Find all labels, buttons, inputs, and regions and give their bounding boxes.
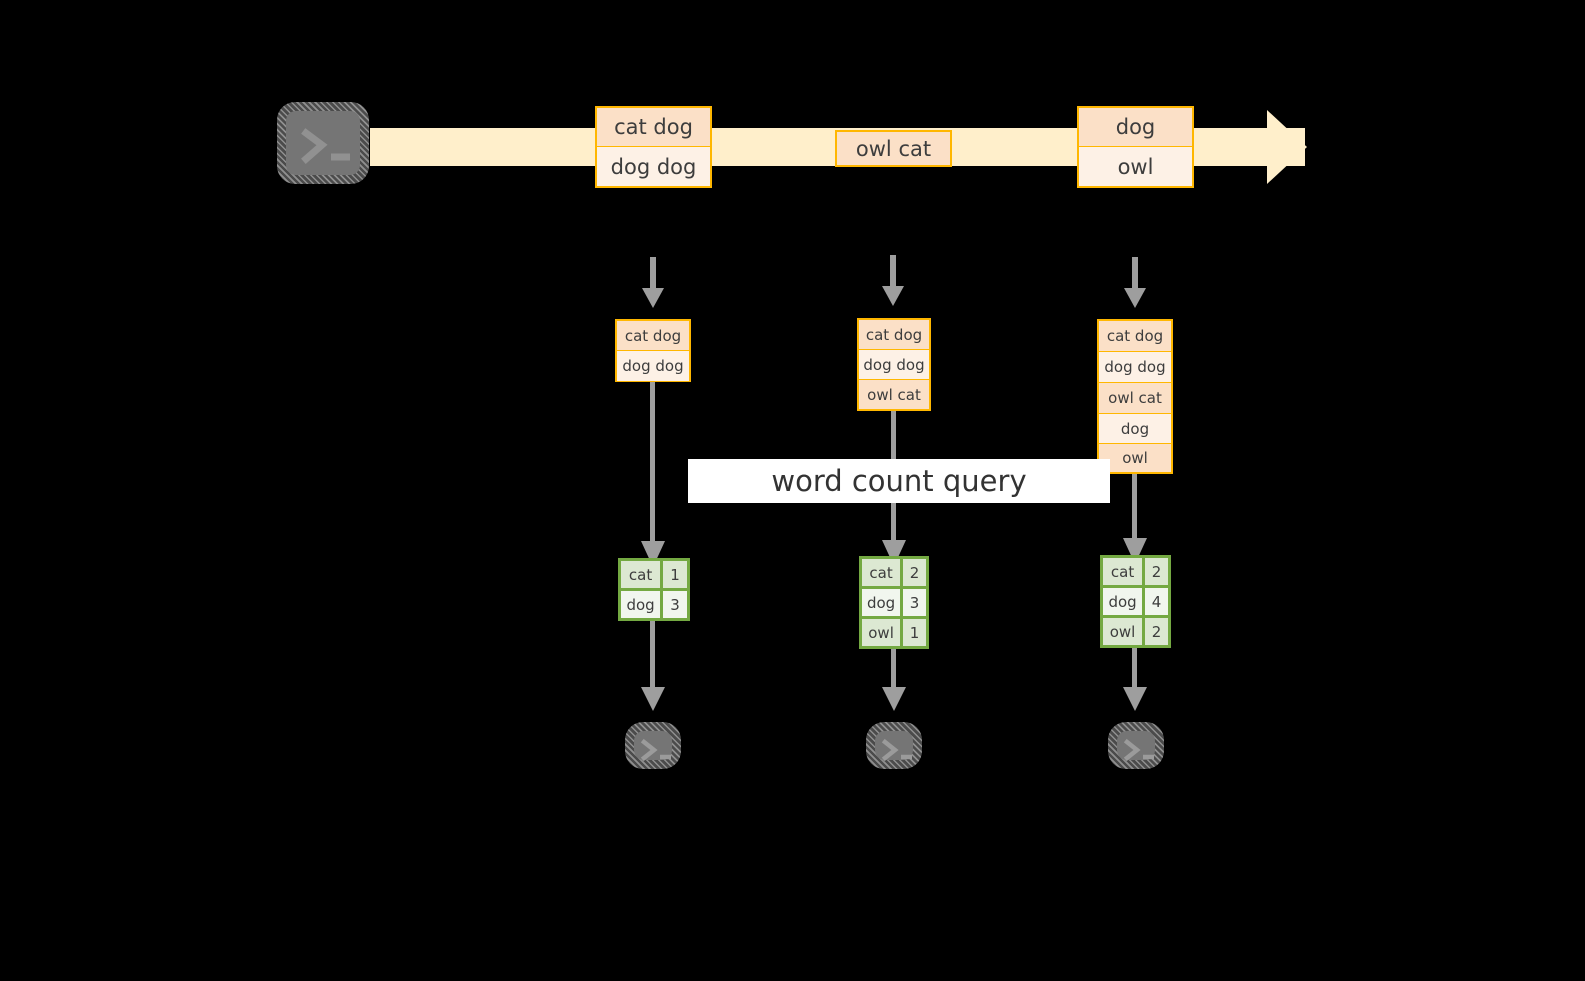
- state-line: owl cat: [1099, 383, 1171, 414]
- source-terminal-icon[interactable]: [277, 102, 369, 184]
- state-line: dog: [1099, 414, 1171, 444]
- stream-event-line: cat dog: [597, 108, 710, 147]
- table-row: owl 2: [1103, 618, 1168, 645]
- table-row: dog 3: [621, 591, 687, 618]
- terminal-prompt-svg: [1123, 738, 1154, 762]
- state-line: cat dog: [859, 320, 929, 350]
- result-to-sink-arrowhead-1: [641, 687, 665, 711]
- state-line: dog dog: [859, 350, 929, 380]
- terminal-prompt-glyph: [634, 731, 672, 762]
- table-row: cat 1: [621, 561, 687, 591]
- stream-event-box-3[interactable]: dog owl: [1077, 106, 1194, 188]
- table-row: dog 4: [1103, 588, 1168, 618]
- terminal-prompt-glyph: [875, 731, 913, 762]
- result-word: dog: [862, 589, 904, 616]
- result-word: owl: [862, 619, 904, 646]
- query-label-band: word count query: [688, 459, 1110, 503]
- state-box-1[interactable]: cat dog dog dog: [615, 319, 691, 382]
- state-to-result-line-1: [650, 382, 655, 570]
- state-line: owl: [1099, 444, 1171, 472]
- dashed-connector-3: [1132, 257, 1138, 291]
- state-box-2[interactable]: cat dog dog dog owl cat: [857, 318, 931, 411]
- result-word: dog: [1103, 588, 1146, 615]
- state-to-result-line-3: [1132, 474, 1137, 570]
- query-label-text: word count query: [771, 464, 1027, 498]
- sink-terminal-icon-2[interactable]: [866, 722, 922, 769]
- result-to-sink-line-3: [1132, 648, 1137, 693]
- dashed-connector-2: [890, 255, 896, 289]
- result-to-sink-arrowhead-2: [882, 687, 906, 711]
- stream-event-line: dog dog: [597, 147, 710, 186]
- dashed-connector-arrowhead-1: [642, 288, 664, 308]
- result-to-sink-arrowhead-3: [1123, 687, 1147, 711]
- state-line: cat dog: [1099, 321, 1171, 352]
- dashed-connector-1: [650, 257, 656, 291]
- result-to-sink-line-2: [891, 649, 896, 693]
- state-box-3[interactable]: cat dog dog dog owl cat dog owl: [1097, 319, 1173, 474]
- state-line: cat dog: [617, 321, 689, 351]
- result-count: 2: [1145, 618, 1168, 645]
- event-stream-arrowhead: [1267, 110, 1307, 184]
- sink-terminal-icon-3[interactable]: [1108, 722, 1164, 769]
- terminal-prompt-glyph: [1117, 731, 1155, 762]
- stream-event-box-1[interactable]: cat dog dog dog: [595, 106, 712, 188]
- table-row: cat 2: [1103, 558, 1168, 588]
- result-count: 1: [903, 619, 926, 646]
- stream-event-box-2[interactable]: owl cat: [835, 130, 952, 167]
- result-table-3[interactable]: cat 2 dog 4 owl 2: [1100, 555, 1171, 648]
- stream-event-line: dog: [1079, 108, 1192, 147]
- result-count: 1: [663, 561, 687, 588]
- result-word: cat: [862, 559, 904, 586]
- result-count: 3: [903, 589, 926, 616]
- result-table-2[interactable]: cat 2 dog 3 owl 1: [859, 556, 929, 649]
- result-word: cat: [1103, 558, 1146, 585]
- result-word: cat: [621, 561, 664, 588]
- result-count: 2: [903, 559, 926, 586]
- terminal-prompt-svg: [640, 738, 671, 762]
- state-line: owl cat: [859, 380, 929, 409]
- result-count: 4: [1145, 588, 1168, 615]
- table-row: dog 3: [862, 589, 926, 619]
- terminal-prompt-glyph: [286, 111, 360, 175]
- table-row: cat 2: [862, 559, 926, 589]
- dashed-connector-arrowhead-3: [1124, 288, 1146, 308]
- result-word: dog: [621, 591, 664, 618]
- result-to-sink-line-1: [650, 621, 655, 693]
- terminal-prompt-svg: [301, 128, 350, 164]
- state-line: dog dog: [1099, 352, 1171, 383]
- table-row: owl 1: [862, 619, 926, 646]
- result-count: 3: [663, 591, 687, 618]
- stream-event-line: owl cat: [837, 132, 950, 165]
- result-table-1[interactable]: cat 1 dog 3: [618, 558, 690, 621]
- state-line: dog dog: [617, 351, 689, 381]
- result-word: owl: [1103, 618, 1146, 645]
- sink-terminal-icon-1[interactable]: [625, 722, 681, 769]
- result-count: 2: [1145, 558, 1168, 585]
- terminal-prompt-svg: [881, 738, 912, 762]
- dashed-connector-arrowhead-2: [882, 286, 904, 306]
- stream-event-line: owl: [1079, 147, 1192, 186]
